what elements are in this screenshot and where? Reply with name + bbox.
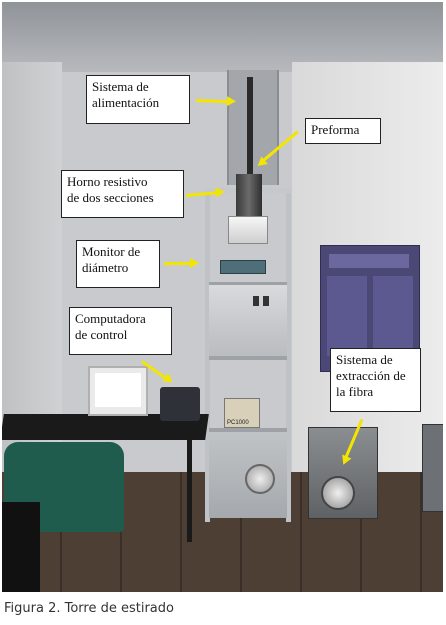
- controller-label: PC1000: [227, 420, 249, 426]
- figure-caption: Figura 2. Torre de estirado: [4, 601, 174, 616]
- desk-leg: [187, 438, 192, 542]
- left-cabinet: [2, 502, 40, 592]
- extraction-unit: [308, 427, 378, 519]
- tower-photo: PC1000 Sistema de alimentación Preforma …: [2, 2, 443, 592]
- label-preform: Preforma: [305, 118, 381, 144]
- label-diameter-monitor: Monitor de diámetro: [76, 240, 160, 288]
- arrow-feed: [195, 99, 230, 104]
- furnace: [236, 174, 262, 216]
- arrow-diameter: [164, 258, 199, 268]
- preform-rod: [247, 77, 253, 177]
- capstan-wheel: [245, 464, 275, 494]
- drawing-tower: [205, 188, 291, 522]
- label-feed-system: Sistema de alimentación: [86, 75, 190, 124]
- left-wall: [2, 62, 62, 482]
- column-channel: [227, 70, 279, 185]
- ceiling-left: [2, 2, 443, 72]
- pc-unit: [160, 387, 200, 421]
- right-unit: [422, 424, 443, 512]
- wall-poster: [320, 245, 420, 372]
- diameter-monitor: [220, 260, 266, 274]
- furnace-base: [228, 216, 268, 244]
- label-fiber-extraction: Sistema de extracción de la fibra: [330, 348, 421, 412]
- control-panel: [209, 282, 287, 359]
- label-furnace: Horno resistivo de dos secciones: [61, 170, 184, 218]
- label-control-computer: Computadora de control: [69, 307, 172, 355]
- controller-box: PC1000: [224, 398, 260, 428]
- monitor: [88, 366, 148, 416]
